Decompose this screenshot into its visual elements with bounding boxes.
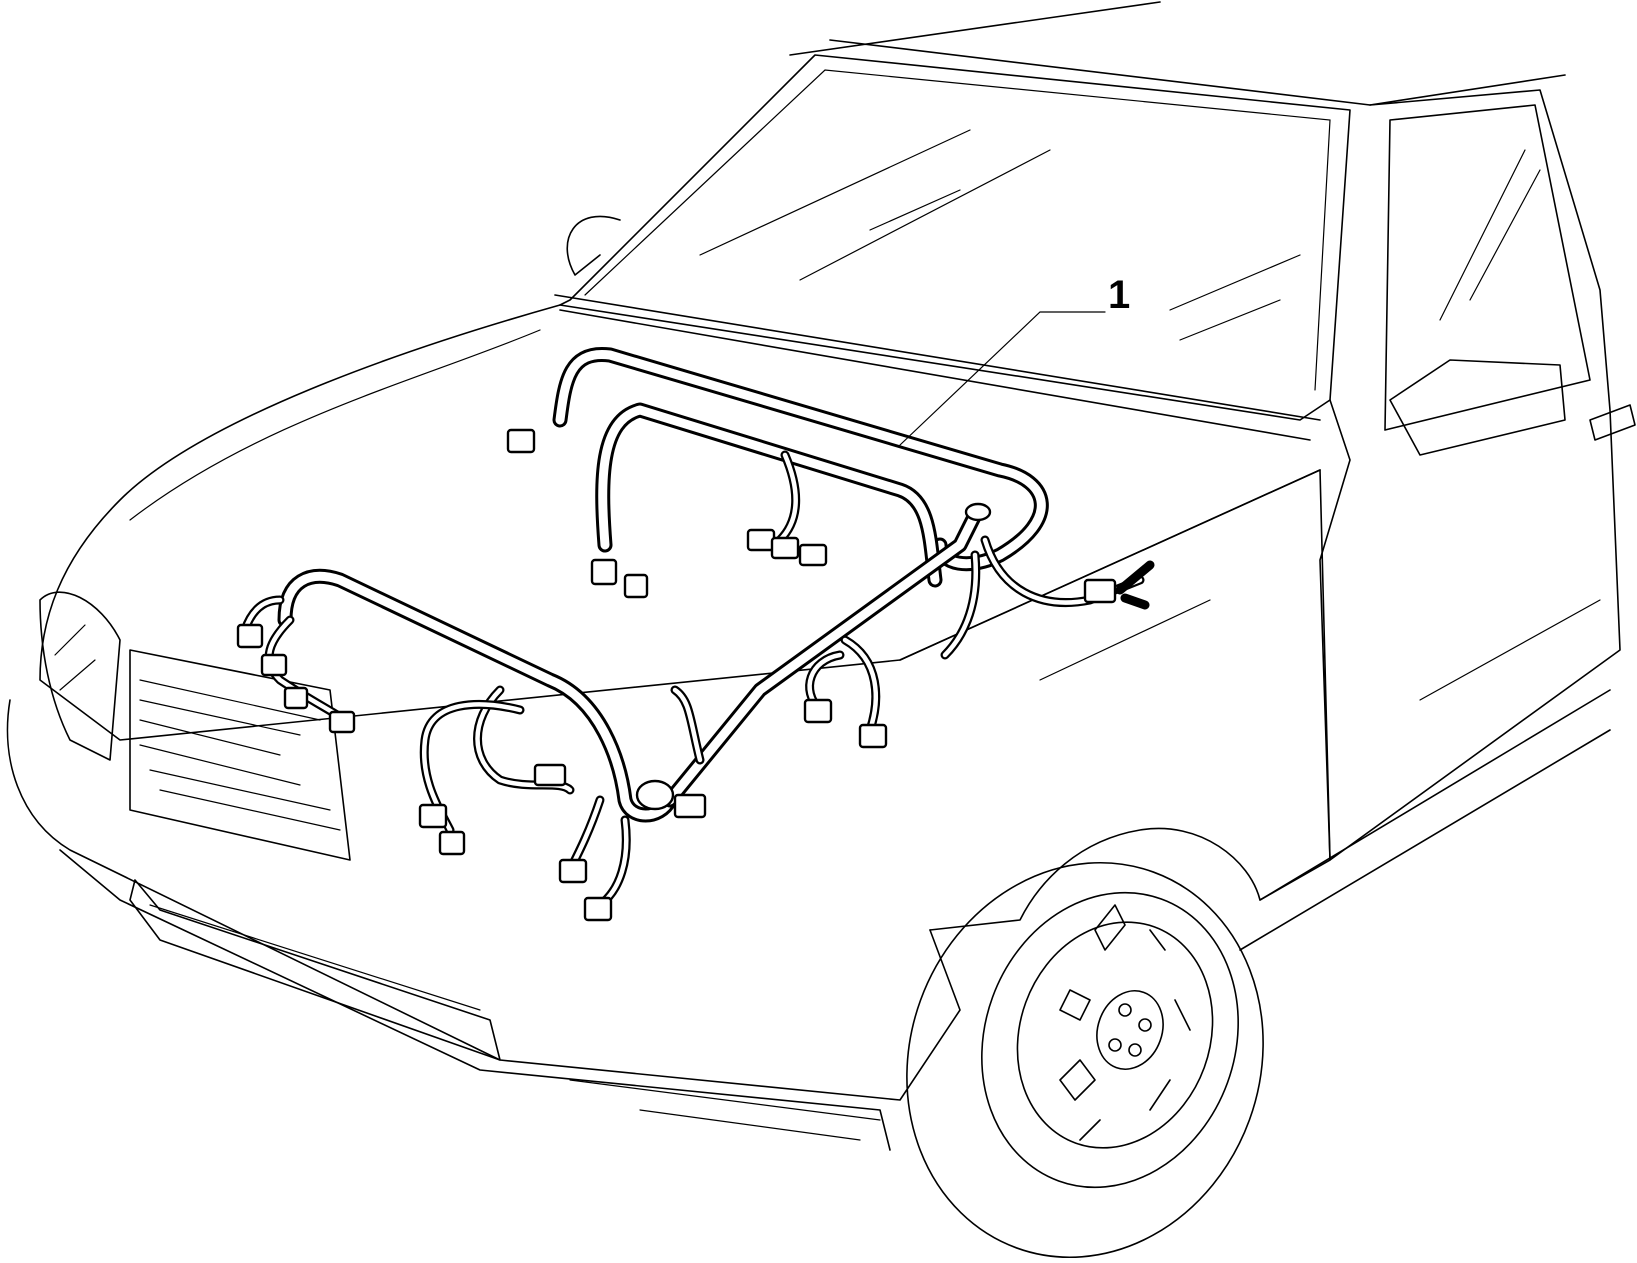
grille-slats: [139, 679, 341, 831]
harness-connector: [803, 698, 833, 724]
harness-connector: [438, 830, 466, 856]
callout-1: 1: [899, 273, 1130, 446]
callout-label: 1: [1108, 273, 1130, 317]
front-wheel: [906, 861, 1264, 1259]
lug-nut: [1108, 1038, 1122, 1052]
headlight-reflections: [54, 624, 96, 691]
harness-connector: [770, 536, 800, 560]
callout-leader-line: [899, 311, 1106, 446]
side-window: [1384, 104, 1591, 431]
fender-line: [1039, 599, 1601, 701]
harness-connector: [558, 858, 588, 884]
headlight: [39, 591, 121, 761]
harness-connector: [798, 543, 828, 567]
door-handle: [1589, 404, 1636, 441]
wheel-slots: [1059, 904, 1191, 1141]
harness-connector: [283, 686, 309, 710]
window-reflections: [1439, 149, 1541, 321]
harness-grommet: [964, 502, 992, 522]
bumper-lower: [59, 849, 891, 1151]
windshield-inner: [584, 69, 1331, 391]
lug-nut: [1118, 1003, 1132, 1017]
front-bumper: [6, 699, 961, 1101]
left-mirror: [566, 215, 621, 276]
wiring-harness: [236, 346, 1155, 922]
side-mirror: [1389, 359, 1566, 456]
bumper-intake: [129, 879, 501, 1061]
harness-connector: [260, 653, 288, 677]
harness-grommet: [635, 779, 675, 811]
harness-connector: [533, 763, 567, 787]
harness-connector: [1083, 578, 1117, 604]
harness-connector: [328, 710, 356, 734]
vehicle-body: [6, 1, 1636, 1151]
side-sill: [1239, 689, 1611, 951]
front-fender: [899, 469, 1331, 931]
harness-connector: [673, 793, 707, 819]
hood-crease: [129, 329, 541, 521]
harness-connector: [418, 803, 448, 829]
windshield-reflections: [699, 129, 1301, 341]
tire-outer: [906, 861, 1264, 1259]
underbody-line: [569, 1079, 881, 1141]
harness-tail: [1115, 560, 1155, 595]
harness-connector: [858, 723, 888, 749]
harness-connector: [746, 528, 776, 552]
roof-line: [789, 1, 1566, 106]
cowl-line: [554, 294, 1321, 441]
hub: [1096, 990, 1164, 1070]
harness-connector: [506, 428, 536, 454]
harness-main-front: [277, 568, 678, 823]
rim-outer: [981, 891, 1239, 1189]
harness-connector: [590, 558, 618, 586]
harness-connector: [236, 623, 264, 649]
grille: [129, 649, 351, 861]
hood-outline: [39, 304, 1321, 741]
harness-connector: [583, 896, 613, 922]
harness-tail: [1120, 593, 1150, 610]
intake-line: [149, 904, 481, 1011]
lug-nut: [1128, 1043, 1142, 1057]
lug-nut: [1138, 1018, 1152, 1032]
harness-connector: [623, 573, 649, 599]
rim-inner: [1016, 921, 1214, 1149]
side-door: [1319, 89, 1621, 861]
